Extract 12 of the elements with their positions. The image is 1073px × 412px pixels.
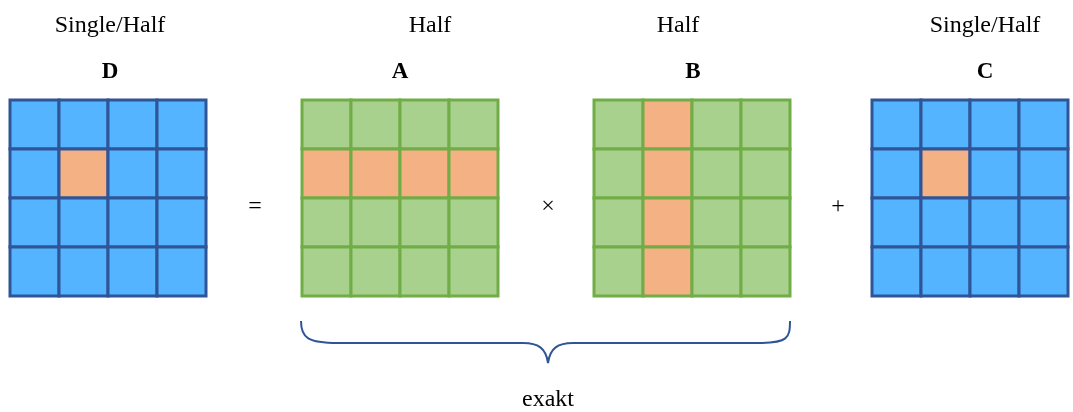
operator: + (831, 193, 845, 217)
precision-label: Single/Half (929, 12, 1041, 36)
matrix-name: A (391, 58, 409, 82)
matrix-name: B (685, 58, 701, 82)
brace-label: exakt (522, 386, 574, 410)
matrix-name: C (976, 58, 994, 82)
precision-label: Half (408, 12, 452, 36)
precision-label: Single/Half (54, 12, 166, 36)
matrix-name: D (101, 58, 119, 82)
operator: = (248, 193, 262, 217)
operator: × (541, 193, 555, 217)
precision-label: Half (656, 12, 700, 36)
